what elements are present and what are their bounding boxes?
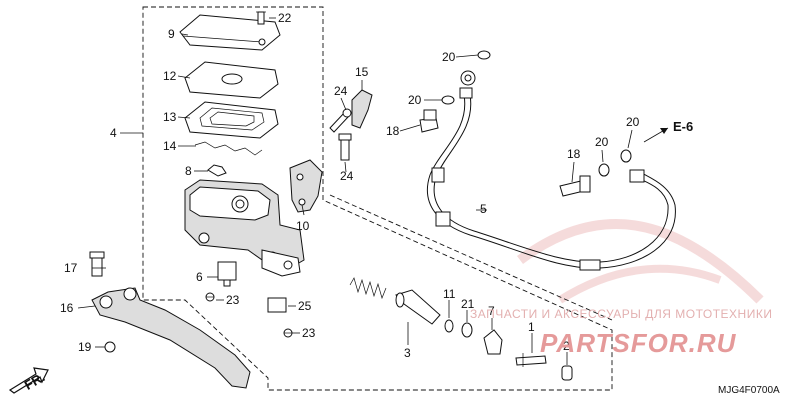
front-direction-arrow: [8, 367, 49, 394]
label-reference: E-6: [673, 119, 693, 134]
watermark-arcs: [517, 219, 764, 304]
label-4: 4: [110, 126, 117, 140]
label-14: 14: [163, 139, 177, 153]
label-23-upper: 23: [226, 293, 240, 307]
label-23-lower: 23: [302, 326, 316, 340]
piston: [395, 289, 441, 325]
diaphragm: [184, 101, 279, 139]
label-25: 25: [298, 299, 312, 313]
screw-23-lower: [283, 328, 293, 338]
label-20-mid: 20: [595, 135, 609, 149]
watermark-line2: PARTSFOR.RU: [540, 328, 737, 358]
label-18-lower: 18: [567, 147, 581, 161]
label-18-upper: 18: [386, 124, 400, 138]
label-5: 5: [480, 202, 487, 216]
holder-15: [351, 89, 373, 129]
assembly-frame-inner: [329, 194, 613, 321]
bracket-10: [289, 159, 323, 213]
label-8: 8: [185, 164, 192, 178]
label-20-top: 20: [442, 50, 456, 64]
label-7: 7: [488, 304, 495, 318]
switch-6: [217, 261, 237, 287]
diagram-code: MJG4F0700A: [718, 385, 780, 396]
label-20-left: 20: [408, 93, 422, 107]
reservoir-cap: [179, 14, 281, 51]
leader-lines: [77, 17, 633, 365]
cap-2: [561, 365, 573, 381]
screw-23-upper: [205, 292, 215, 302]
pivot-bolt-17: [89, 251, 105, 277]
part-25: [267, 297, 287, 313]
part-labels: 9 22 12 13 14 8 4 10 24 15 24 5 18 20 20…: [60, 11, 693, 360]
label-12: 12: [163, 69, 177, 83]
screw-22: [256, 11, 266, 25]
label-24-upper: 24: [334, 84, 348, 98]
label-6: 6: [196, 270, 203, 284]
bolt-18-upper: [419, 109, 439, 133]
piston-spring: [349, 277, 387, 300]
brake-lever: [91, 287, 251, 389]
label-1: 1: [528, 320, 535, 334]
bolt-24-lower: [338, 133, 352, 161]
boot-7: [483, 329, 503, 355]
rod-1: [515, 353, 547, 367]
label-24-lower: 24: [340, 169, 354, 183]
label-13: 13: [163, 110, 177, 124]
hose-assembly: [426, 70, 676, 271]
diaphragm-plate: [184, 61, 279, 99]
label-15: 15: [355, 65, 369, 79]
washer-11: [444, 319, 454, 333]
label-10: 10: [296, 219, 310, 233]
reference-arrow: [643, 127, 669, 143]
label-20-right: 20: [626, 115, 640, 129]
ring-21: [461, 322, 473, 338]
label-16: 16: [60, 301, 74, 315]
bolt-24-upper: [329, 108, 352, 133]
label-11: 11: [443, 287, 456, 301]
retainer-clip: [194, 141, 263, 156]
master-cylinder-body: [184, 179, 305, 277]
washers-20: [441, 50, 632, 177]
label-21: 21: [461, 297, 475, 311]
label-22: 22: [278, 11, 292, 25]
label-17: 17: [64, 261, 78, 275]
label-9: 9: [168, 27, 175, 41]
label-3: 3: [404, 346, 411, 360]
part-19: [104, 341, 116, 353]
bolt-18-lower: [559, 175, 591, 197]
assembly-frame: [142, 6, 613, 391]
watermark-line1: ЗАПЧАСТИ И АКСЕССУАРЫ ДЛЯ МОТОТЕХНИКИ: [470, 307, 772, 321]
label-19: 19: [78, 340, 92, 354]
label-2: 2: [563, 339, 570, 353]
clip-8: [207, 164, 227, 177]
